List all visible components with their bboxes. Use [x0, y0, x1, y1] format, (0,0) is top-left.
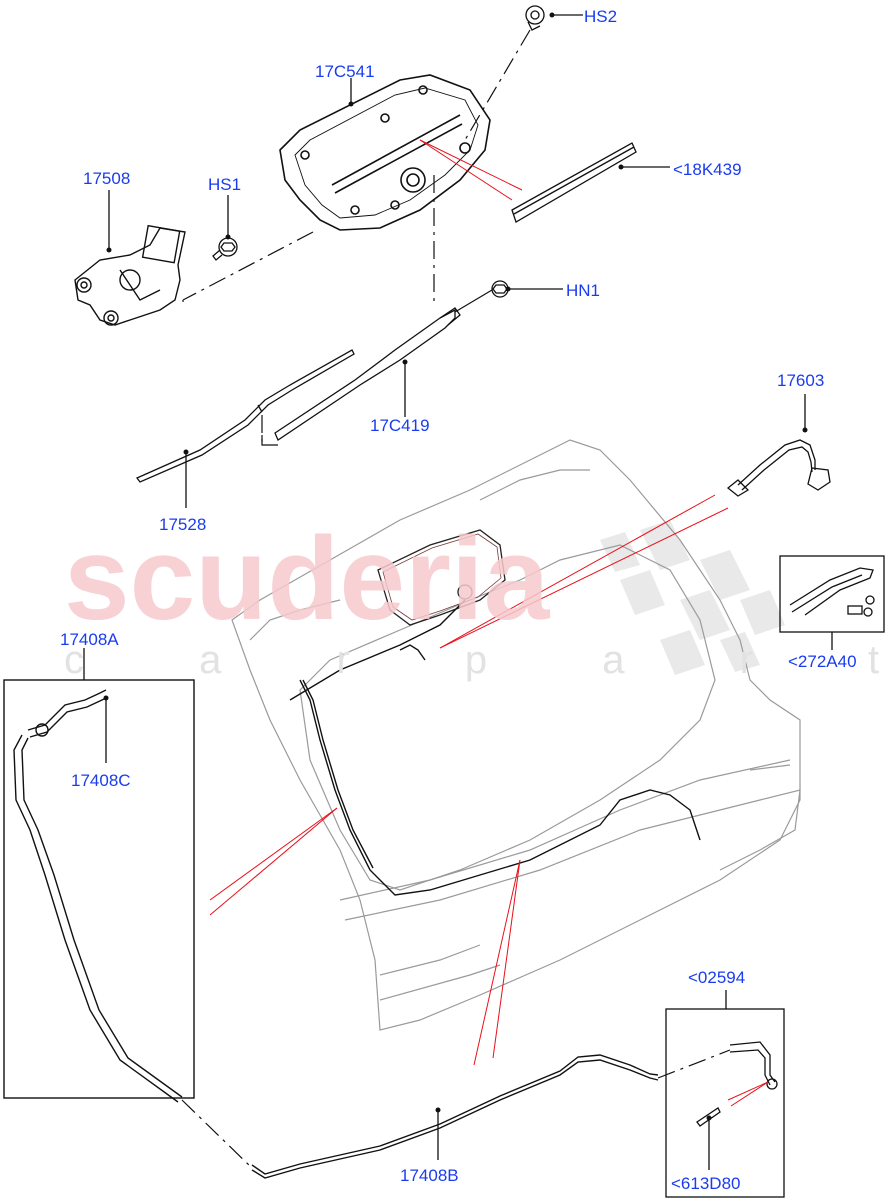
label-17408c[interactable]: 17408C: [71, 771, 131, 790]
tailgate-harness: [289, 599, 701, 896]
wiper-blade-part: [135, 349, 355, 483]
label-17603[interactable]: 17603: [777, 371, 825, 390]
label-hs1[interactable]: HS1: [208, 175, 242, 194]
label-272a40[interactable]: <272A40: [788, 652, 857, 671]
watermark-checker: [600, 520, 785, 675]
label-17c541[interactable]: 17C541: [315, 62, 375, 81]
bolt-hs1-part: [212, 237, 238, 261]
seal-strip-part: [511, 142, 637, 223]
jet-hose-part: [726, 439, 831, 497]
connector-02594-box: [665, 1008, 785, 1198]
label-17c419[interactable]: 17C419: [370, 416, 430, 435]
label-02594[interactable]: <02594: [688, 968, 746, 987]
watermark-secondary: c a r p a r t s: [64, 638, 886, 682]
label-18k439[interactable]: <18K439: [673, 160, 742, 179]
tailgate-motor-cover: [377, 529, 506, 626]
label-17408a[interactable]: 17408A: [60, 630, 119, 649]
leader-dots: [103, 12, 808, 1121]
assembly-lines: [181, 29, 731, 1169]
wiper-arm-part: [274, 307, 461, 441]
leader-lines: [83, 14, 833, 1170]
hose-17408a-box: [3, 679, 195, 1103]
label-hn1[interactable]: HN1: [566, 281, 601, 300]
label-hs2[interactable]: HS2: [584, 7, 618, 26]
label-17528[interactable]: 17528: [159, 515, 207, 534]
motor-cover-part: [279, 74, 491, 231]
hose-17408b-part: [251, 1054, 659, 1179]
watermark-primary: scuderia: [64, 513, 550, 645]
label-613d80[interactable]: <613D80: [671, 1174, 741, 1193]
label-17408b[interactable]: 17408B: [400, 1166, 459, 1185]
wiper-motor-part: [74, 224, 186, 326]
screw-hs2-part: [525, 5, 545, 31]
reference-lines: [209, 139, 769, 1107]
label-17508[interactable]: 17508: [83, 169, 131, 188]
hose-kit-box: [779, 555, 885, 633]
